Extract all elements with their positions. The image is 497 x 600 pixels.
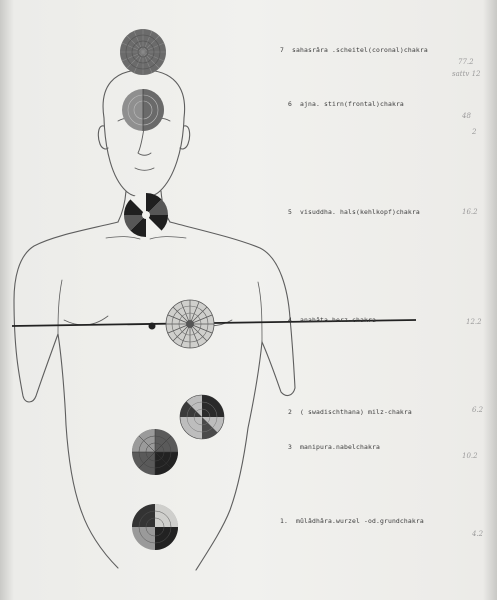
torso-left (14, 222, 118, 568)
chakra-label-1: 1. mûlâdhâra.wurzel -od.grundchakra (280, 517, 424, 525)
margin-note-6b: 2 (472, 128, 476, 136)
margin-note-7: 77.2 (458, 58, 474, 66)
chakra-name-1: mûlâdhâra.wurzel -od.grundchakra (296, 517, 424, 525)
chakra-num-5: 5 (288, 208, 292, 216)
chakra-label-3: 3 manipura.nabelchakra (288, 443, 380, 451)
torso-right (170, 222, 295, 570)
heart-dot-left (149, 323, 156, 330)
chakra-name-2: ( swadischthana) milz-chakra (300, 408, 412, 416)
chakra-name-5: visuddha. hals(kehlkopf)chakra (300, 208, 420, 216)
chakra-label-4: 4 anahâta herz-chakra (288, 316, 376, 324)
nose (138, 128, 151, 155)
chakra-num-1: 1. (280, 517, 288, 525)
chakra-num-7: 7 (280, 46, 284, 54)
chakra-num-6: 6 (288, 100, 292, 108)
chakra-label-7: 7 sahasrâra .scheitel(coronal)chakra (280, 46, 428, 54)
margin-note-2: 6.2 (472, 406, 483, 414)
mouth (135, 168, 154, 170)
margin-note-1: 4.2 (472, 530, 483, 538)
chakra-label-2: 2 ( swadischthana) milz-chakra (288, 408, 412, 416)
chakra-num-4: 4 (288, 316, 292, 324)
chakra-num-3: 3 (288, 443, 292, 451)
throat-chakra-disc (124, 193, 168, 237)
navel-chakra-disc (132, 429, 178, 475)
chakra-name-3: manipura.nabelchakra (300, 443, 380, 451)
chakra-label-5: 5 visuddha. hals(kehlkopf)chakra (288, 208, 420, 216)
root-chakra-disc (132, 504, 178, 550)
chakra-label-6: 6 ajna. stirn(frontal)chakra (288, 100, 404, 108)
heart-chakra-disc (166, 300, 214, 348)
chakra-name-7: sahasrâra .scheitel(coronal)chakra (292, 46, 428, 54)
spleen-chakra-disc (180, 395, 224, 439)
crown-chakra-disc (120, 29, 166, 75)
margin-note-7b: sattv 12 (452, 70, 480, 78)
right-arm-inner (258, 282, 262, 342)
chakra-name-6: ajna. stirn(frontal)chakra (300, 100, 404, 108)
brow-chakra-disc (122, 89, 164, 131)
margin-note-6: 48 (462, 112, 471, 120)
chakra-num-2: 2 (288, 408, 292, 416)
margin-note-4: 12.2 (466, 318, 482, 326)
margin-note-5: 16.2 (462, 208, 478, 216)
margin-note-3: 10.2 (462, 452, 478, 460)
chakra-name-4: anahâta herz-chakra (300, 316, 376, 324)
